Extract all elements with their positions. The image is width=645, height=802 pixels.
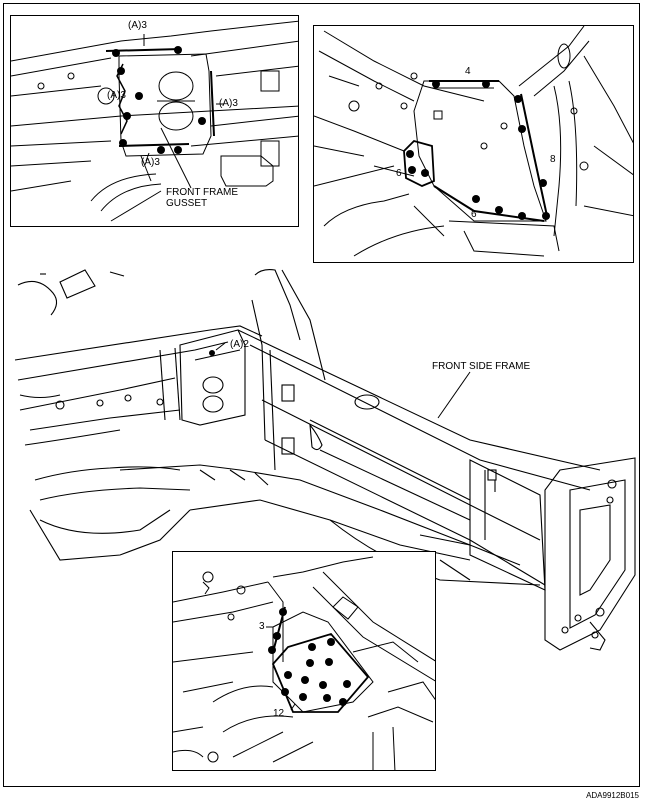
main-weld-count-label: (A)2 <box>230 339 249 350</box>
gusset-weld-label-right: (A)3 <box>219 98 238 109</box>
figure-border <box>3 3 640 787</box>
strut-tower-drawing <box>314 26 633 257</box>
strut-weld-count-top: 4 <box>465 66 471 77</box>
strut-weld-count-left: 6 <box>396 168 402 179</box>
inset-frame-front-welds: 3 12 <box>172 551 436 771</box>
inset-strut-tower-welds: 4 6 8 6 <box>313 25 634 263</box>
figure-code: ADA9912B015 <box>586 791 639 800</box>
frame-front-drawing <box>173 556 435 770</box>
inset-front-frame-gusset: (A)3 (A)3 (A)3 (A)3 FRONT FRAME GUSSET <box>10 15 299 227</box>
gusset-weld-label-bottom: (A)3 <box>141 157 160 168</box>
strut-weld-count-right: 8 <box>550 154 556 165</box>
gusset-part-label-line2: GUSSET <box>166 198 208 209</box>
frame-front-weld-count-left: 3 <box>259 621 265 632</box>
front-side-frame-label: FRONT SIDE FRAME <box>432 361 531 372</box>
gusset-part-label-line1: FRONT FRAME <box>166 187 239 198</box>
strut-weld-count-bottom: 6 <box>471 209 477 220</box>
gusset-weld-label-top: (A)3 <box>128 20 147 31</box>
gusset-part-label: FRONT FRAME GUSSET <box>166 187 238 209</box>
gusset-weld-label-left: (A)3 <box>107 90 126 101</box>
gusset-drawing <box>11 20 298 222</box>
frame-front-weld-count-bottom: 12 <box>273 708 285 719</box>
